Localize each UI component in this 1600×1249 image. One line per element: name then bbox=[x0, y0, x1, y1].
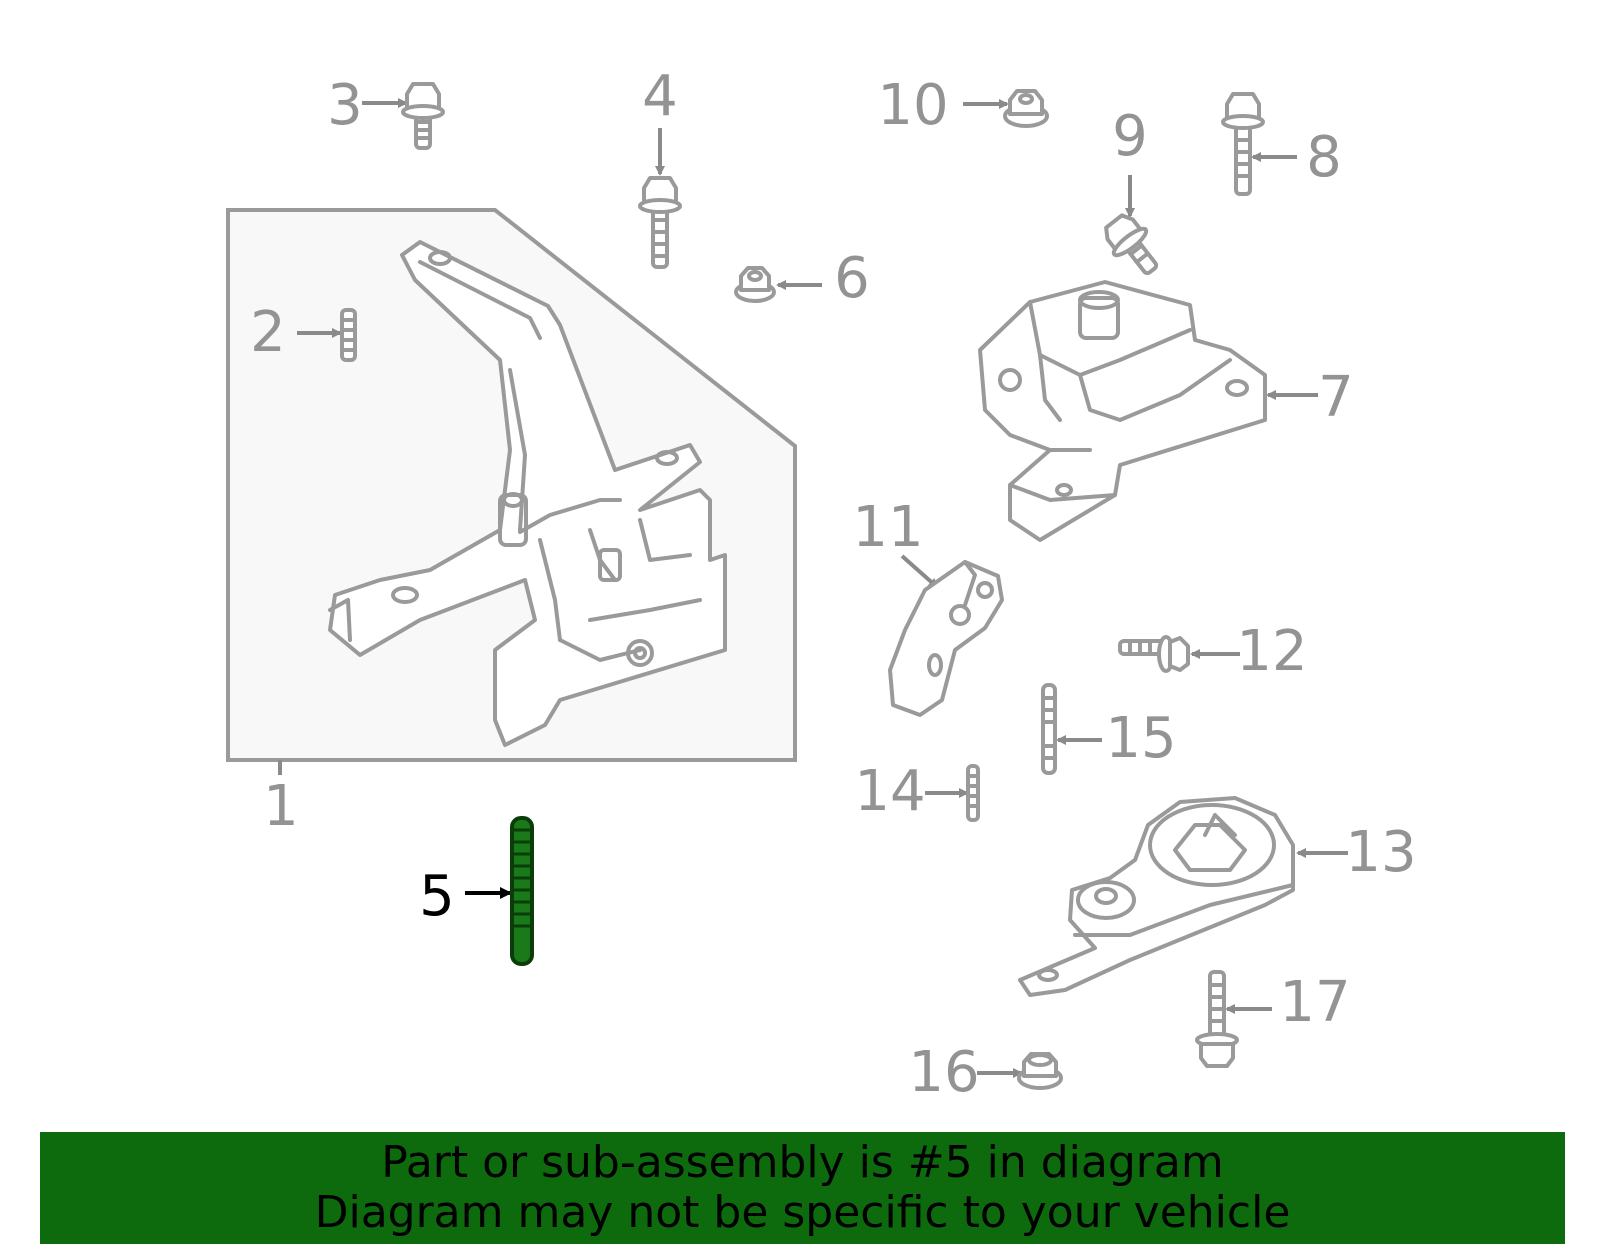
part-10-nut[interactable] bbox=[963, 89, 1049, 128]
part-14-stud[interactable] bbox=[925, 764, 980, 822]
callout-15[interactable]: 15 bbox=[1105, 706, 1176, 771]
callout-2[interactable]: 2 bbox=[250, 300, 286, 365]
callout-16[interactable]: 16 bbox=[908, 1040, 979, 1105]
part-8-bolt[interactable] bbox=[1221, 92, 1297, 196]
callout-1[interactable]: 1 bbox=[263, 774, 299, 839]
part-3-bolt[interactable] bbox=[362, 82, 445, 150]
part-6-nut[interactable] bbox=[734, 266, 822, 303]
callout-10[interactable]: 10 bbox=[877, 73, 948, 138]
part-5-stud-highlighted[interactable] bbox=[465, 816, 534, 966]
part-17-bolt[interactable] bbox=[1195, 970, 1272, 1068]
callout-12[interactable]: 12 bbox=[1236, 619, 1307, 684]
banner-line-part-number: Part or sub-assembly is #5 in diagram bbox=[381, 1137, 1224, 1188]
callout-3[interactable]: 3 bbox=[327, 73, 363, 138]
part-1-mount-bracket[interactable] bbox=[328, 240, 727, 747]
callout-13[interactable]: 13 bbox=[1345, 820, 1416, 885]
callout-7[interactable]: 7 bbox=[1318, 365, 1354, 430]
part-7-engine-mount[interactable] bbox=[978, 280, 1318, 542]
info-banner: Part or sub-assembly is #5 in diagram Di… bbox=[40, 1132, 1565, 1244]
part-9-bolt[interactable] bbox=[1098, 175, 1168, 283]
part-2-stud[interactable] bbox=[297, 308, 357, 362]
part-13-transmission-mount[interactable] bbox=[1018, 796, 1348, 997]
callout-6[interactable]: 6 bbox=[834, 246, 870, 311]
part-12-bolt[interactable] bbox=[1118, 635, 1240, 673]
callout-14[interactable]: 14 bbox=[854, 759, 925, 824]
part-4-bolt[interactable] bbox=[638, 128, 682, 269]
callout-4[interactable]: 4 bbox=[642, 64, 678, 129]
callout-5[interactable]: 5 bbox=[419, 864, 455, 929]
callout-8[interactable]: 8 bbox=[1306, 125, 1342, 190]
callout-17[interactable]: 17 bbox=[1279, 970, 1350, 1035]
banner-line-disclaimer: Diagram may not be specific to your vehi… bbox=[314, 1187, 1291, 1238]
part-15-stud[interactable] bbox=[1041, 683, 1102, 775]
part-11-bracket[interactable] bbox=[888, 554, 1004, 717]
part-16-nut[interactable] bbox=[977, 1052, 1063, 1090]
callout-9[interactable]: 9 bbox=[1112, 104, 1148, 169]
callout-11[interactable]: 11 bbox=[852, 495, 923, 560]
